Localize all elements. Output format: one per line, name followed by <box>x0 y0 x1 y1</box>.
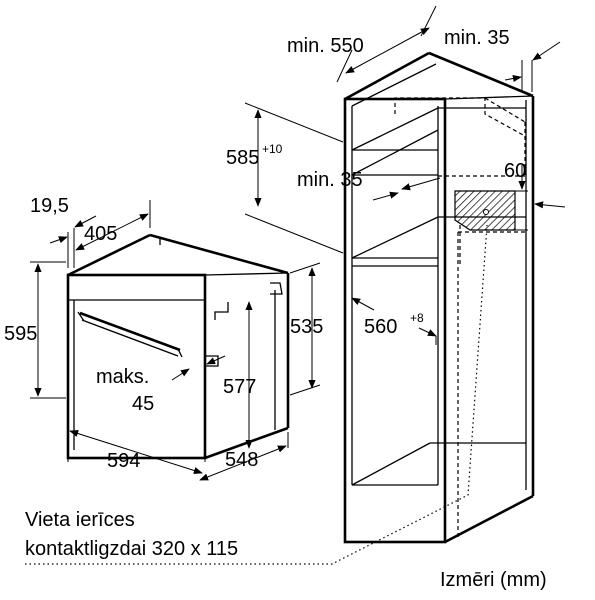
door-handle <box>79 311 181 352</box>
socket-leader-line <box>25 224 488 565</box>
socket-note-line1: Vieta ierīces <box>25 509 135 531</box>
oven <box>66 233 290 460</box>
vent-height-label: 60 <box>504 160 526 182</box>
cabinet-gap-right-label: min. 35 <box>444 27 510 49</box>
cabinet-dimensions: min. 550 min. 35 585 +10 min. 35 60 560 … <box>226 5 566 345</box>
oven-inner-depth-label: 577 <box>223 376 256 398</box>
oven-width-label: 594 <box>107 450 140 472</box>
oven-depth-front-label: 405 <box>84 223 117 245</box>
front-depth-label: 19,5 <box>30 195 69 217</box>
cabinet-width-label: min. 550 <box>287 35 364 57</box>
shelf-gap-label: min. 35 <box>297 169 363 191</box>
door-max-value: 45 <box>132 393 154 415</box>
niche-height-label: 585 <box>226 147 259 169</box>
niche-height-tolerance: +10 <box>262 142 283 156</box>
oven-body-depth-label: 548 <box>225 449 258 471</box>
oven-dimensions: 19,5 405 595 535 maks. 45 577 594 548 <box>4 195 323 481</box>
tall-cabinet <box>343 51 535 544</box>
units-note: Izmēri (mm) <box>440 569 547 591</box>
socket-note-line2: kontaktligzdai 320 x 115 <box>25 538 238 560</box>
door-max-label: maks. <box>96 366 149 388</box>
niche-width-tolerance: +8 <box>410 311 424 325</box>
oven-inner-height-label: 535 <box>290 316 323 338</box>
niche-width-label: 560 <box>364 316 397 338</box>
socket-note: Vieta ierīces kontaktligzdai 320 x 115 <box>25 224 488 565</box>
oven-height-label: 595 <box>4 323 37 345</box>
